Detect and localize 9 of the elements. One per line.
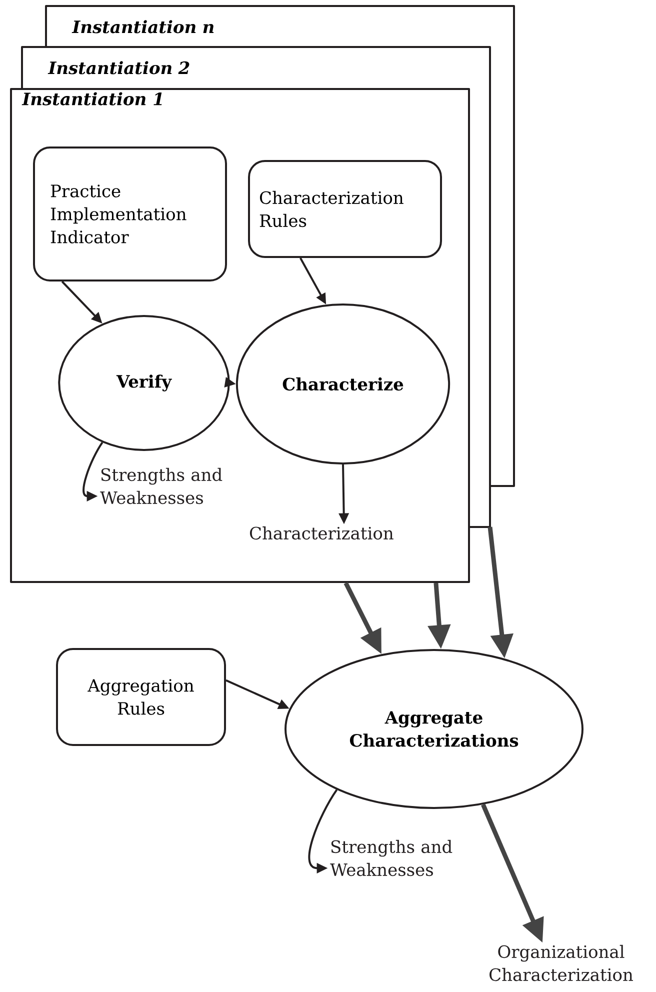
frame-title: Instantiation 2 — [48, 61, 190, 74]
output-text: Organizational Characterization — [490, 944, 633, 982]
rounded-box: Practice Implementation Indicator — [33, 146, 227, 282]
frame-title: Instantiation n — [72, 20, 214, 34]
rounded-box: Aggregation Rules — [56, 648, 226, 746]
rounded-box: Characterization Rules — [248, 160, 442, 258]
output-text: Strengths and Weaknesses — [100, 468, 222, 504]
output-text: Characterization — [250, 526, 394, 540]
output-text: Strengths and Weaknesses — [330, 840, 452, 876]
